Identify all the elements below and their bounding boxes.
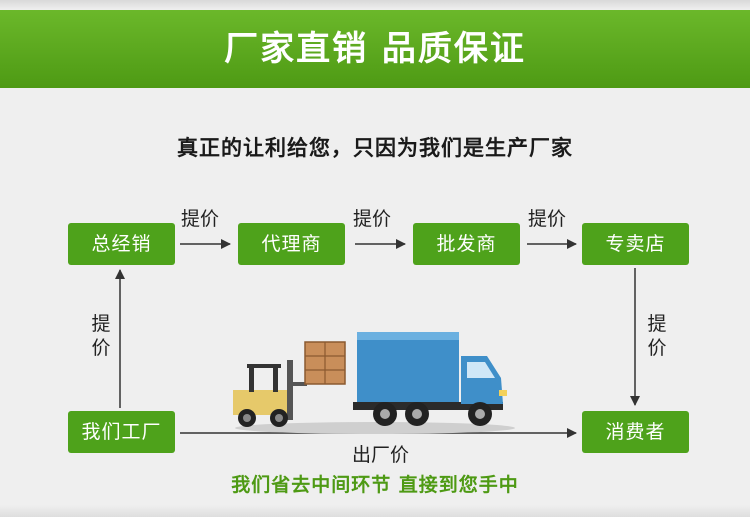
label-raise-left: 提价 [91,313,111,359]
node-distributor: 总经销 [68,223,175,265]
label-factory-price: 出厂价 [352,444,410,466]
label-raise-2: 提价 [353,208,392,230]
forklift-icon [233,360,307,427]
node-consumer: 消费者 [582,411,689,453]
label-raise-3: 提价 [528,208,567,230]
label-raise-1: 提价 [181,208,220,230]
truck-forklift-illustration [233,332,515,434]
bottom-strip [0,505,750,517]
node-factory: 我们工厂 [68,411,175,453]
page-banner: 厂家直销 品质保证 [0,10,750,88]
label-raise-right: 提价 [647,313,667,359]
crate-icon [304,341,346,385]
top-strip [0,0,750,10]
node-wholesaler: 批发商 [413,223,520,265]
footer-slogan: 我们省去中间环节 直接到您手中 [231,474,519,496]
truck-icon [353,332,507,426]
node-store: 专卖店 [582,223,689,265]
page-subtitle: 真正的让利给您，只因为我们是生产厂家 [177,136,573,160]
node-agent: 代理商 [238,223,345,265]
